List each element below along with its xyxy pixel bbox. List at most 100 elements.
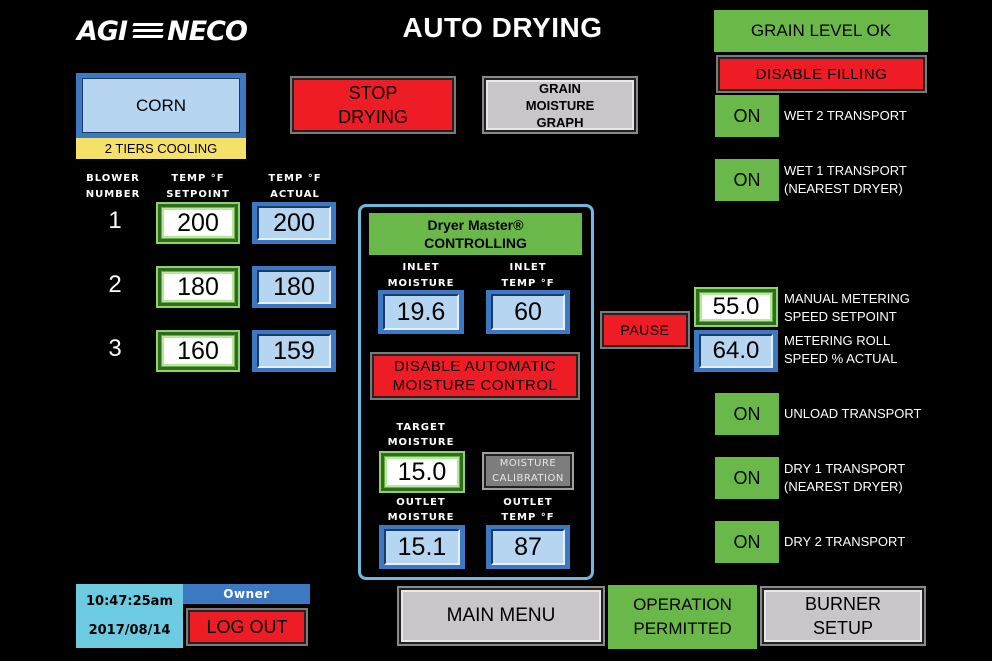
wet-1-transport-label: WET 1 TRANSPORT (NEAREST DRYER) [784,162,907,198]
graph-line-2: MOISTURE [525,97,595,113]
label-line: SPEED % ACTUAL [784,351,898,366]
metering-actual-value: 64.0 [694,330,778,372]
disable-auto-moisture-button[interactable]: DISABLE AUTOMATIC MOISTURE CONTROL [370,352,580,400]
actual-value: 180 [257,270,331,304]
outlet-temp-value: 87 [486,525,570,569]
header-line: BLOWER [86,173,140,184]
actual-value: 200 [257,206,331,240]
current-user: Owner [183,584,310,604]
moisture-calibration-button[interactable]: MOISTURE CALIBRATION [482,452,574,490]
dry-2-transport-toggle[interactable]: ON [715,521,779,563]
label-line: OUTLET [396,497,446,508]
dry-2-transport-label: DRY 2 TRANSPORT [784,533,905,551]
header-line: TEMP °F [171,173,225,184]
logo-text-neco: NECO [167,15,248,47]
value: 60 [491,294,565,330]
label-line: MANUAL METERING [784,291,910,306]
value: 87 [491,529,565,565]
setpoint-header: TEMP °F SETPOINT [155,171,241,203]
pause-button[interactable]: PAUSE [600,311,690,349]
header-line: ACTUAL [270,189,320,200]
label-line: (NEAREST DRYER) [784,479,903,494]
blower-number: 2 [108,271,122,298]
blower-1-setpoint-input[interactable]: 200 [156,202,240,244]
blower-number-header: BLOWER NUMBER [83,171,143,203]
status-line: PERMITTED [633,619,732,638]
label-line: WET 1 TRANSPORT [784,163,907,178]
blower-2-setpoint-input[interactable]: 180 [156,266,240,308]
inlet-moisture-value: 19.6 [378,290,464,334]
value: 15.1 [384,529,460,565]
metering-actual-label: METERING ROLL SPEED % ACTUAL [784,332,897,368]
inlet-moisture-label: INLET MOISTURE [378,260,464,292]
main-menu-button[interactable]: MAIN MENU [397,586,605,646]
stop-drying-button[interactable]: STOP DRYING [290,76,456,134]
logo-text-agi: AGI [77,15,128,47]
label-line: TEMP °F [501,278,555,289]
burner-setup-button[interactable]: BURNER SETUP [760,586,926,646]
wet-2-transport-toggle[interactable]: ON [715,95,779,137]
clock-panel: 10:47:25am 2017/08/14 [76,584,183,648]
operation-permitted-status: OPERATION PERMITTED [608,585,757,649]
disable-filling-button[interactable]: DISABLE FILLING [716,55,927,93]
clock-time: 10:47:25am [86,594,173,609]
actual-value: 159 [257,334,331,368]
label-line: INLET [509,262,547,273]
wet-1-transport-toggle[interactable]: ON [715,159,779,201]
graph-line-3: GRAPH [536,114,584,130]
target-moisture-input[interactable]: 15.0 [379,451,465,493]
wet-2-transport-label: WET 2 TRANSPORT [784,107,907,125]
status-line: OPERATION [633,595,732,614]
graph-line-1: GRAIN [539,80,581,96]
unload-transport-toggle[interactable]: ON [715,393,779,435]
outlet-temp-label: OUTLET TEMP °F [485,495,571,525]
label-line: MOISTURE [387,278,455,289]
stop-drying-line-2: DRYING [338,107,408,127]
blower-1-actual: 200 [252,202,336,244]
button-line: BURNER [804,594,881,614]
button-line: SETUP [812,618,873,638]
header-line: NUMBER [85,189,141,200]
label-line: DRY 2 TRANSPORT [784,534,906,549]
grain-level-status: GRAIN LEVEL OK [714,10,928,52]
blower-2-actual: 180 [252,266,336,308]
log-out-button[interactable]: LOG OUT [186,608,308,646]
label-line: DRY 1 TRANSPORT [784,461,906,476]
blower-3-actual: 159 [252,330,336,372]
button-line: MOISTURE [499,458,557,469]
blower-3-setpoint-input[interactable]: 160 [156,330,240,372]
label-line: MOISTURE [387,437,455,448]
stop-drying-line-1: STOP [348,83,398,103]
header-line: SETPOINT [166,189,230,200]
dry-1-transport-toggle[interactable]: ON [715,457,779,499]
agi-neco-logo: AGI NECO [77,14,248,48]
blower-number: 1 [108,207,122,234]
label-line: UNLOAD TRANSPORT [784,406,922,421]
label-line: MOISTURE [387,512,455,523]
button-line: CALIBRATION [492,473,564,484]
crop-panel: CORN 2 TIERS COOLING [76,73,246,159]
outlet-moisture-value: 15.1 [379,525,465,569]
logo-wave-icon [132,20,164,42]
outlet-moisture-label: OUTLET MOISTURE [378,495,464,525]
inlet-temp-label: INLET TEMP °F [485,260,571,292]
dry-1-transport-label: DRY 1 TRANSPORT (NEAREST DRYER) [784,460,905,496]
metering-setpoint-input[interactable]: 55.0 [694,287,778,327]
page-title: AUTO DRYING [402,12,603,43]
label-line: OUTLET [503,497,553,508]
label-line: TEMP °F [501,512,555,523]
setpoint-value: 180 [162,272,234,302]
blower-number: 3 [108,335,122,362]
crop-select-button[interactable]: CORN [82,78,240,133]
label-line: TARGET [396,422,446,433]
setpoint-value: 160 [162,336,234,366]
unload-transport-label: UNLOAD TRANSPORT [784,405,922,423]
value: 19.6 [383,294,459,330]
value: 15.0 [385,457,459,487]
header-line: TEMP °F [268,173,322,184]
label-line: SPEED SETPOINT [784,309,897,324]
grain-moisture-graph-button[interactable]: GRAIN MOISTURE GRAPH [482,76,638,134]
dryer-master-panel [358,204,594,580]
cooling-status: 2 TIERS COOLING [76,138,246,159]
clock-date: 2017/08/14 [88,623,171,638]
